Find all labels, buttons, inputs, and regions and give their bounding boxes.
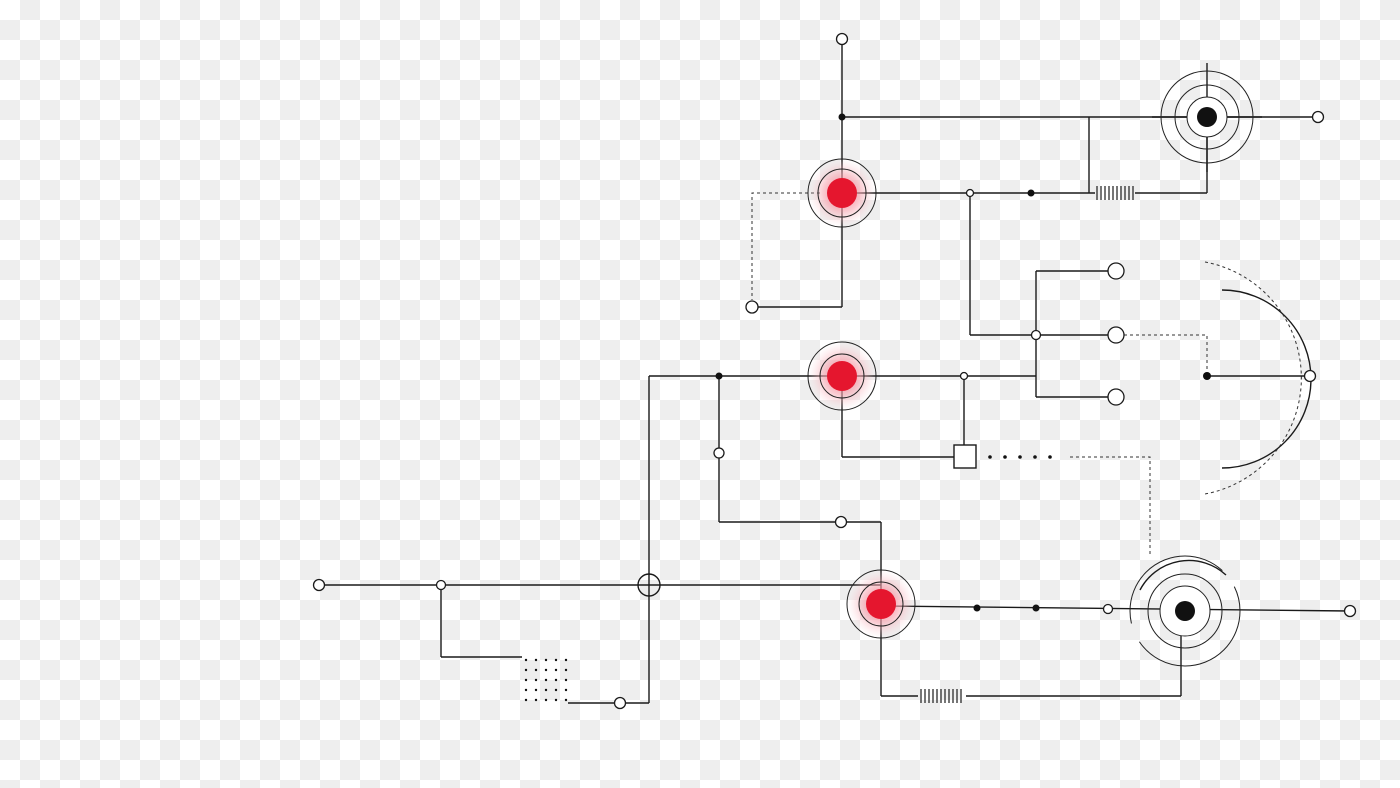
- crossing-ring: [637, 573, 661, 597]
- target-node-top: [1152, 63, 1262, 172]
- junction-dots: [715, 113, 1040, 612]
- dotted-trail: [988, 455, 1052, 459]
- resistor-top: [1096, 186, 1134, 200]
- arc-sensor: [1203, 261, 1317, 495]
- active-node-2: [807, 341, 877, 411]
- wires-bottom: [319, 584, 1351, 704]
- active-node-3: [846, 569, 916, 639]
- wires-middle: [648, 375, 1151, 703]
- dot-grid: [524, 658, 568, 702]
- resistor-bottom: [920, 689, 962, 703]
- open-terminals: [312, 32, 1357, 710]
- active-node-1: [807, 158, 877, 228]
- junction-box: [953, 444, 977, 469]
- target-node-bottom: [1129, 555, 1241, 667]
